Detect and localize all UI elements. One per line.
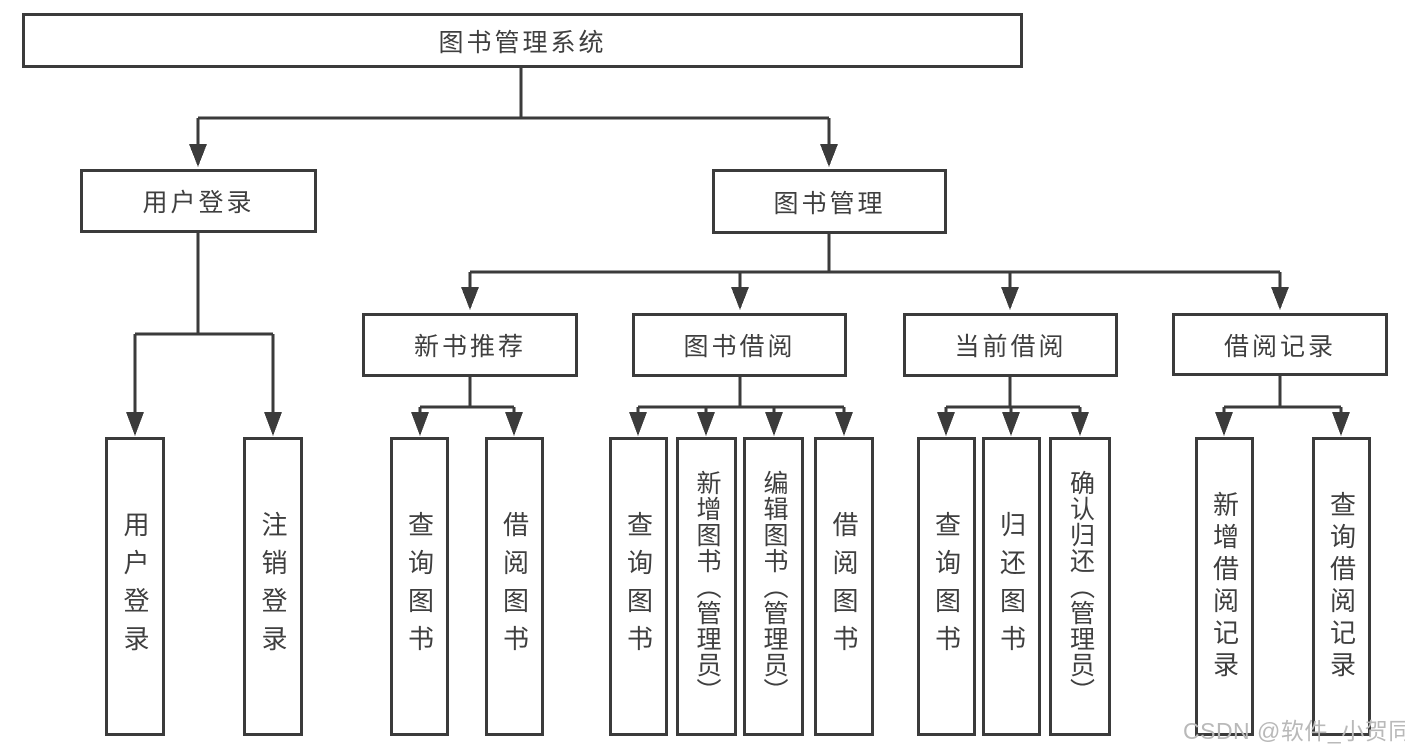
node-current-borrow: 当前借阅: [903, 313, 1118, 377]
leaf-logout: 注销登录: [243, 437, 303, 736]
leaf-label: 借阅图书: [499, 510, 530, 663]
leaf-label: 确认归还（管理员）: [1066, 469, 1095, 704]
leaf-label: 新增借阅记录: [1209, 490, 1240, 683]
leaf-query-borrow-record: 查询借阅记录: [1312, 437, 1371, 736]
leaf-label: 查询图书: [404, 510, 435, 663]
leaf-label: 注销登录: [258, 510, 288, 663]
leaf-query-books-borrow: 查询图书: [609, 437, 668, 736]
leaf-edit-books-admin: 编辑图书（管理员）: [743, 437, 804, 736]
leaf-return-books: 归还图书: [982, 437, 1041, 736]
node-library-management-system: 图书管理系统: [22, 13, 1023, 68]
leaf-label: 查询图书: [931, 510, 962, 663]
node-label: 图书借阅: [683, 333, 796, 361]
leaf-add-books-admin: 新增图书（管理员）: [676, 437, 737, 736]
node-user-login: 用户登录: [80, 169, 317, 233]
leaf-add-borrow-record: 新增借阅记录: [1195, 437, 1254, 736]
branch-borrow-records: [1215, 375, 1350, 436]
node-label: 借阅记录: [1223, 332, 1336, 361]
leaf-confirm-return-admin: 确认归还（管理员）: [1049, 437, 1111, 736]
leaf-label: 归还图书: [996, 510, 1027, 663]
leaf-borrow-books: 借阅图书: [814, 437, 874, 736]
branch-user-login: [126, 233, 282, 436]
branch-book-borrow: [629, 377, 853, 436]
leaf-label: 查询借阅记录: [1326, 490, 1357, 683]
leaf-label: 新增图书（管理员）: [693, 469, 721, 704]
node-label: 图书管理系统: [438, 28, 607, 57]
leaf-borrow-books-recommend: 借阅图书: [485, 437, 544, 736]
node-label: 新书推荐: [413, 333, 526, 361]
leaf-label: 借阅图书: [829, 510, 859, 663]
node-borrow-records: 借阅记录: [1172, 313, 1388, 376]
node-label: 用户登录: [142, 189, 255, 217]
leaf-user-login: 用户登录: [105, 437, 165, 736]
leaf-label: 查询图书: [623, 510, 654, 663]
leaf-label: 用户登录: [120, 510, 150, 663]
node-book-borrow: 图书借阅: [632, 313, 847, 377]
leaf-label: 编辑图书（管理员）: [760, 469, 788, 704]
csdn-watermark: CSDN @软件_小贺同学: [1183, 718, 1405, 744]
node-label: 当前借阅: [954, 333, 1067, 361]
branch-book-management: [461, 234, 1289, 310]
leaf-query-books-recommend: 查询图书: [390, 437, 449, 736]
leaf-query-books-current: 查询图书: [917, 437, 976, 736]
branch-root: [189, 68, 838, 167]
branch-new-books: [411, 377, 523, 436]
branch-current-borrow: [937, 377, 1089, 436]
node-book-management: 图书管理: [712, 169, 947, 234]
node-new-book-recommend: 新书推荐: [362, 313, 578, 377]
node-label: 图书管理: [773, 189, 886, 218]
